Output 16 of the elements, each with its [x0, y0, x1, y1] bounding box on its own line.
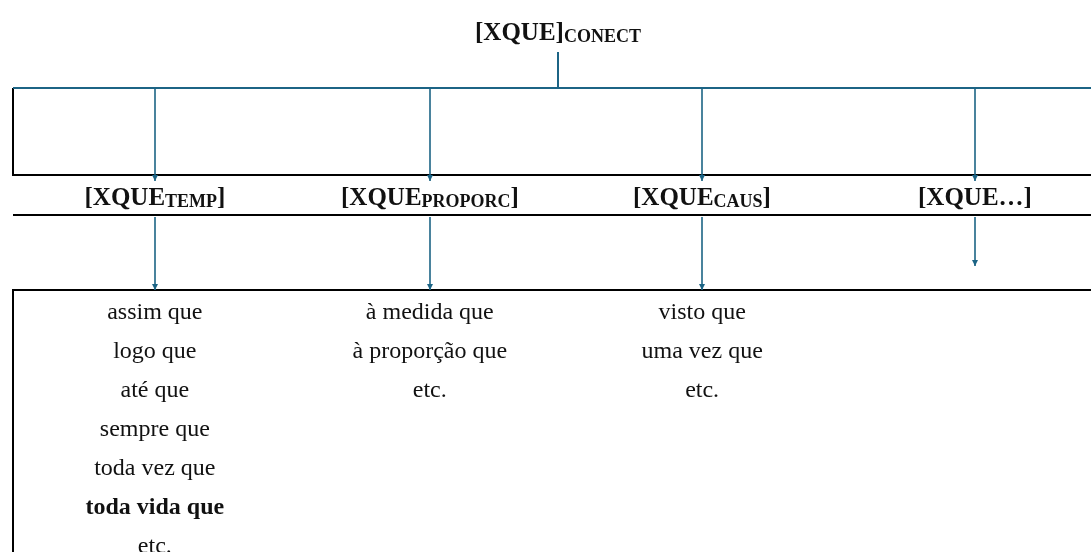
word-list: à medida que à proporção que etc.: [352, 292, 508, 409]
arrow: [698, 216, 706, 291]
category-label: [XQUE$_{TEMP}$]: [84, 183, 226, 211]
word-list: visto que uma vez que etc.: [641, 292, 763, 409]
arrow: [971, 216, 979, 267]
arrow: [971, 88, 979, 182]
category-label: [XQUE$_{CAUS}$]: [633, 183, 771, 211]
arrow: [426, 216, 434, 291]
connector-line: [12, 51, 1091, 89]
arrow: [151, 216, 159, 291]
category-label: [XQUE$_{PROPORC}$]: [341, 183, 519, 211]
arrow: [698, 88, 706, 182]
arrow: [151, 88, 159, 182]
arrow: [426, 88, 434, 182]
construction-label: [XQUE]$_{CONECT}$: [475, 18, 641, 46]
category-label: [XQUE…]: [918, 183, 1032, 211]
